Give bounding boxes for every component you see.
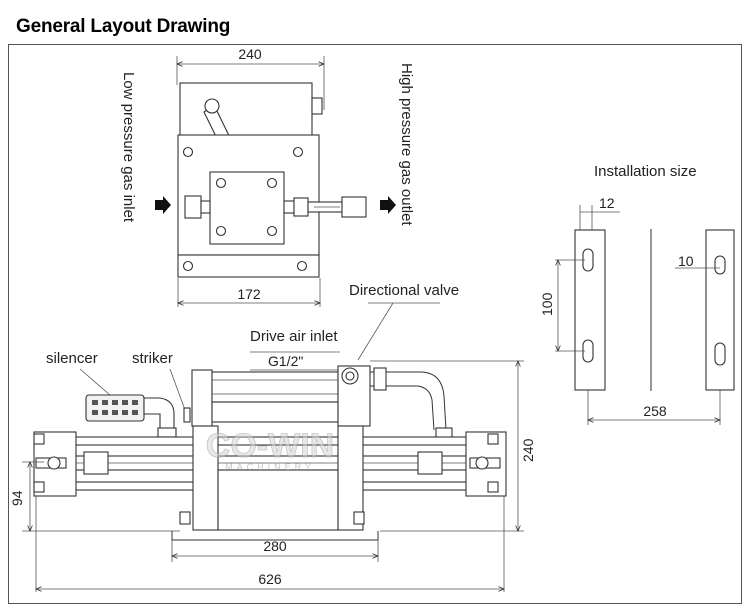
dim-top-240: 240 xyxy=(238,46,262,62)
front-view: Directional valve Drive air inlet G1/2" … xyxy=(9,282,536,592)
outlet-arrow-icon xyxy=(380,196,396,214)
dim-bottom-172: 172 xyxy=(237,286,261,302)
dim-10: 10 xyxy=(678,253,694,269)
inlet-arrow-icon xyxy=(155,196,171,214)
svg-text:CO-WIN: CO-WIN xyxy=(206,427,334,465)
installation-heading: Installation size xyxy=(594,163,697,180)
striker-label: striker xyxy=(132,350,173,367)
dim-12: 12 xyxy=(599,195,615,211)
dim-240-height: 240 xyxy=(520,438,536,462)
co-win-watermark: CO-WIN MACHINERY xyxy=(205,427,334,472)
low-pressure-inlet-label: Low pressure gas inlet xyxy=(120,72,137,223)
page-title: General Layout Drawing xyxy=(16,16,231,37)
drive-air-inlet-label: Drive air inlet xyxy=(250,328,338,345)
dim-258: 258 xyxy=(643,403,667,419)
svg-text:MACHINERY: MACHINERY xyxy=(225,462,315,472)
installation-view: Installation size 12 10 100 258 xyxy=(539,163,735,425)
dim-280: 280 xyxy=(263,538,287,554)
top-view: 240 172 xyxy=(120,46,415,307)
dim-94: 94 xyxy=(9,490,25,506)
directional-valve-label: Directional valve xyxy=(349,282,459,299)
silencer-label: silencer xyxy=(46,350,98,367)
thread-size-label: G1/2" xyxy=(268,353,303,369)
dim-626: 626 xyxy=(258,571,282,587)
dim-100: 100 xyxy=(539,292,555,316)
high-pressure-outlet-label: High pressure gas outlet xyxy=(398,63,415,226)
